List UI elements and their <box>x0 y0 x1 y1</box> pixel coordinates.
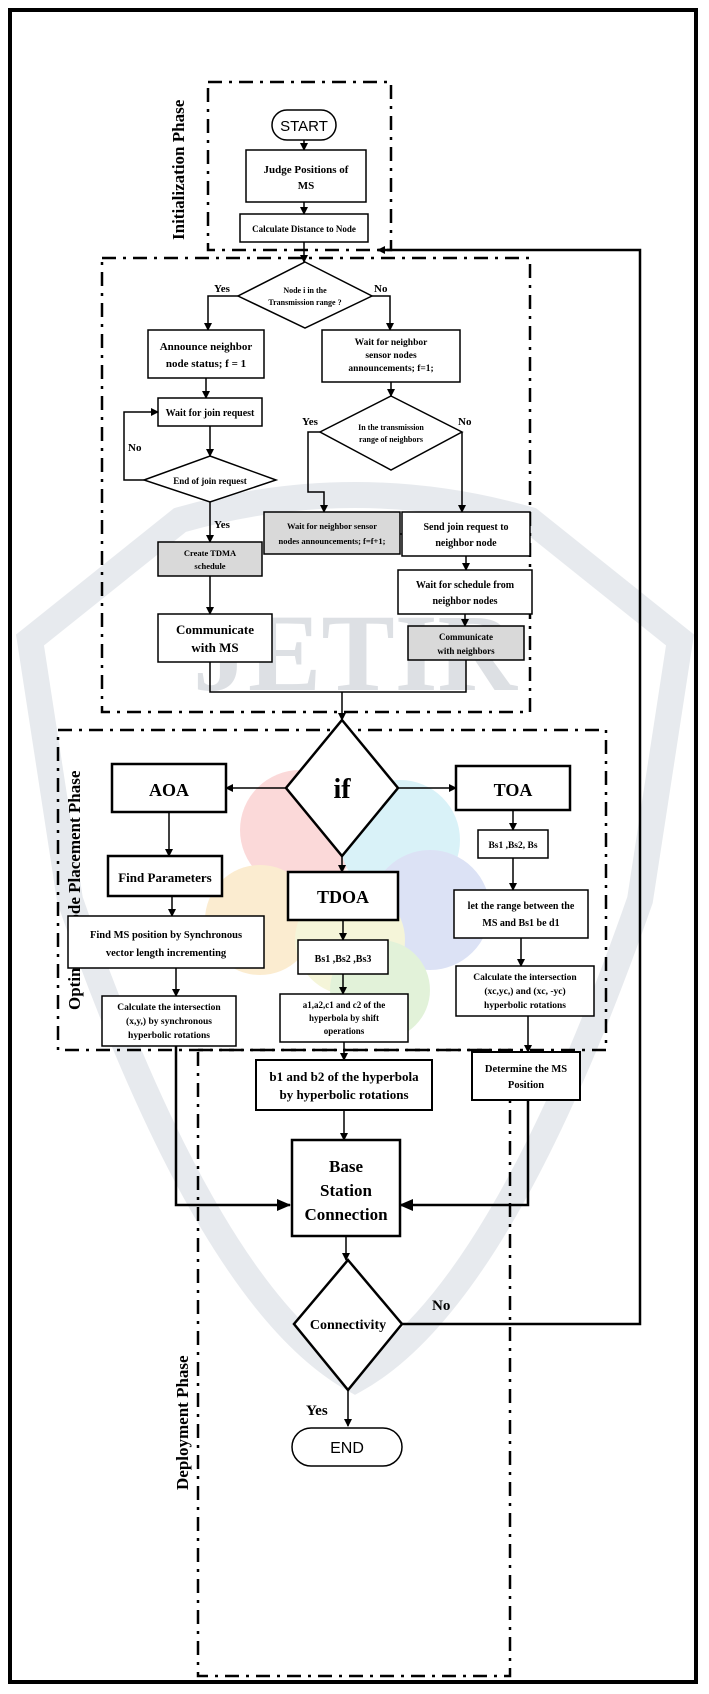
communicate-ms-label-2: with MS <box>191 640 238 655</box>
send-join-label-2: neighbor node <box>435 538 497 549</box>
judge-positions-label-2: MS <box>298 180 315 192</box>
find-ms-position-label-2: vector length incrementing <box>106 948 227 959</box>
let-range-box <box>453 889 589 939</box>
calc-intersection-aoa-label-2: (x,y,) by synchronous <box>126 1016 212 1027</box>
node-in-range-label-1: Node i in the <box>283 286 327 295</box>
node-in-range-decision <box>236 261 374 329</box>
wait-join-box <box>157 397 263 427</box>
connectivity-label: Connectivity <box>310 1318 386 1333</box>
bs-tdoa-box <box>297 939 389 975</box>
determine-ms-box <box>471 1051 581 1101</box>
yes-label-1: Yes <box>214 283 231 295</box>
base-station-box <box>290 1138 402 1238</box>
if-label: if <box>333 774 351 805</box>
create-tdma-box <box>157 541 263 577</box>
calc-intersection-toa-label-2: (xc,yc,) and (xc, -yc) <box>484 986 565 997</box>
judge-positions-box <box>245 149 367 203</box>
aoa-label: AOA <box>149 780 189 800</box>
in-range-neighbors-decision <box>318 395 464 471</box>
wait-neighbor-box <box>321 329 461 383</box>
find-ms-position-box <box>67 915 265 969</box>
bs-toa-label: Bs1 ,Bs2, Bs <box>488 841 537 851</box>
calc-intersection-toa-box <box>455 965 595 1017</box>
phase-regions <box>56 80 608 1678</box>
communicate-neighbors-label-1: Communicate <box>439 632 493 642</box>
communicate-ms-label-1: Communicate <box>176 622 254 637</box>
announce-box <box>147 329 265 379</box>
calc-intersection-aoa-label-1: Calculate the intersection <box>117 1003 221 1013</box>
send-join-label-1: Send join request to <box>423 522 508 533</box>
send-join-box <box>401 511 531 557</box>
determine-ms-label-2: Position <box>508 1080 544 1091</box>
calc-distance-box <box>239 213 369 243</box>
b1b2-box <box>255 1059 433 1111</box>
aoa-box <box>110 762 228 814</box>
a1a2-label-1: a1,a2,c1 and c2 of the <box>303 1000 386 1010</box>
no-label-1: No <box>374 283 388 295</box>
in-range-neighbors-label-1: In the transmission <box>358 423 424 432</box>
bs-toa-box <box>477 829 549 859</box>
calc-intersection-aoa-box <box>101 995 237 1047</box>
b1b2-label-1: b1 and b2 of the hyperbola <box>269 1069 419 1084</box>
wait-schedule-label-1: Wait for schedule from <box>416 580 515 591</box>
toa-box <box>454 764 572 812</box>
a1a2-label-2: hyperbola by shift <box>309 1013 379 1023</box>
calc-distance-label: Calculate Distance to Node <box>252 224 356 234</box>
initialization-phase-label: Initialization Phase <box>169 99 188 240</box>
wait-join-label: Wait for join request <box>166 408 255 419</box>
in-range-neighbors-label-2: range of neighbors <box>359 435 423 444</box>
base-station-label-1: Base <box>329 1157 363 1176</box>
start-label: START <box>280 118 328 135</box>
determine-ms-label-1: Determine the MS <box>485 1064 567 1075</box>
base-station-label-3: Connection <box>304 1205 388 1224</box>
wait-neighbor-sensor-label-2: nodes announcements; f=f+1; <box>279 536 386 546</box>
b1b2-label-2: by hyperbolic rotations <box>279 1087 408 1102</box>
wait-schedule-label-2: neighbor nodes <box>432 596 497 607</box>
let-range-label-2: MS and Bs1 be d1 <box>482 918 559 929</box>
find-ms-position-label-1: Find MS position by Synchronous <box>90 930 242 941</box>
toa-label: TOA <box>494 780 533 800</box>
end-label: END <box>330 1440 364 1457</box>
find-parameters-label: Find Parameters <box>118 870 212 885</box>
optimum-phase-label: Optimum Node Placement Phase <box>65 770 84 1010</box>
tdoa-label: TDOA <box>317 887 369 907</box>
yes-label-2: Yes <box>302 416 319 428</box>
create-tdma-label-2: schedule <box>194 561 225 571</box>
calc-intersection-toa-label-3: hyperbolic rotations <box>484 1001 566 1011</box>
base-station-label-2: Station <box>320 1181 373 1200</box>
announce-label-2: node status; f = 1 <box>166 358 246 370</box>
node-in-range-label-2: Transmission range ? <box>268 298 341 307</box>
figure-frame <box>8 8 698 1684</box>
let-range-label-1: let the range between the <box>468 901 575 912</box>
yes-label-connectivity: Yes <box>306 1403 328 1419</box>
wait-neighbor-label-2: sensor nodes <box>365 351 417 361</box>
calc-intersection-toa-label-1: Calculate the intersection <box>473 973 577 983</box>
announce-label-1: Announce neighbor <box>160 341 253 353</box>
wait-neighbor-label-1: Wait for neighbor <box>355 338 428 348</box>
find-parameters-box <box>106 854 224 898</box>
end-node <box>291 1427 403 1467</box>
no-label-loop: No <box>128 442 142 454</box>
deployment-region <box>196 1048 512 1678</box>
initialization-region <box>206 80 393 252</box>
wait-schedule-box <box>397 569 533 615</box>
judge-positions-label-1: Judge Positions of <box>264 164 349 176</box>
a1a2-label-3: operations <box>324 1026 365 1036</box>
bs-tdoa-label: Bs1 ,Bs2 ,Bs3 <box>315 954 372 965</box>
create-tdma-label-1: Create TDMA <box>184 548 237 558</box>
end-join-label: End of join request <box>173 476 247 486</box>
deployment-phase-label: Deployment Phase <box>173 1355 192 1490</box>
calc-intersection-aoa-label-3: hyperbolic rotations <box>128 1031 210 1041</box>
node-discovery-region <box>100 256 532 714</box>
communicate-neighbors-label-2: with neighbors <box>437 646 495 656</box>
wait-neighbor-sensor-box <box>263 511 401 555</box>
yes-label-3: Yes <box>214 519 231 531</box>
wait-neighbor-label-3: announcements; f=1; <box>348 364 433 374</box>
no-label-connectivity: No <box>432 1298 450 1314</box>
no-label-2: No <box>458 416 472 428</box>
wait-neighbor-sensor-label-1: Wait for neighbor sensor <box>287 521 377 531</box>
communicate-ms-box <box>157 613 273 663</box>
